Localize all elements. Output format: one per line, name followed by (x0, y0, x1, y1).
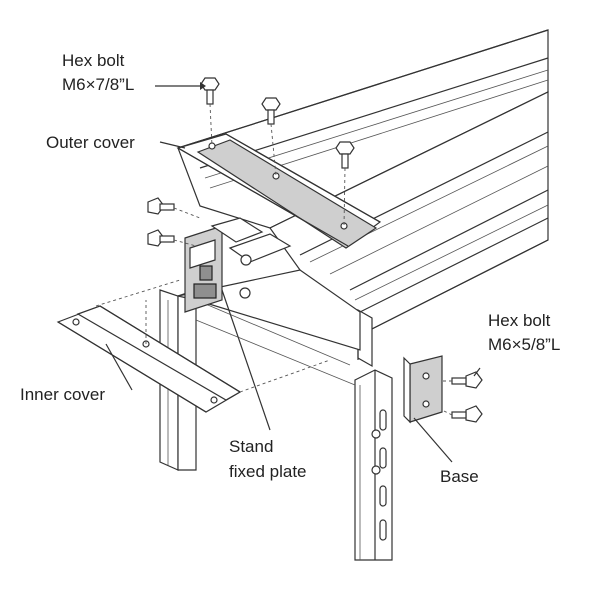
stand-frame (159, 269, 393, 561)
hex-bolt-icon (335, 141, 355, 227)
outer-cover-label: Outer cover (46, 133, 135, 152)
plate-slot (199, 265, 213, 281)
leader-lines (105, 82, 481, 463)
hex-bolt-top-label-line2: M6×7/8”L (62, 75, 134, 94)
post-slot (379, 519, 387, 541)
hex-bolt-right-label-line1: Hex bolt (488, 311, 551, 330)
hex-bolts (147, 77, 483, 423)
inner-cover-label: Inner cover (20, 385, 105, 404)
hex-bolt-icon (147, 229, 175, 247)
plate-slot (193, 283, 217, 299)
hex-bolt-right-label-line2: M6×5/8”L (488, 335, 560, 354)
hex-bolt-top-label-line1: Hex bolt (62, 51, 125, 70)
outer-cover (176, 133, 382, 249)
post-slot (379, 447, 387, 469)
stand-fixed-plate-label-line2: fixed plate (229, 462, 307, 481)
post-slot (379, 485, 387, 507)
assembly-guides (95, 207, 453, 416)
post-slot (379, 409, 387, 431)
hex-bolt-icon (451, 371, 483, 389)
hex-bolt-icon (147, 197, 175, 215)
stand-fixed-plate-label-line1: Stand (229, 437, 273, 456)
hex-bolt-icon (451, 405, 483, 423)
hex-bolt-icon (200, 77, 220, 147)
stand-fixed-plate (184, 217, 292, 313)
base-bracket (403, 355, 443, 424)
hex-bolt-icon (261, 97, 281, 177)
base-label: Base (440, 467, 479, 486)
labels: Hex bolt M6×7/8”L Outer cover Inner cove… (20, 51, 560, 486)
